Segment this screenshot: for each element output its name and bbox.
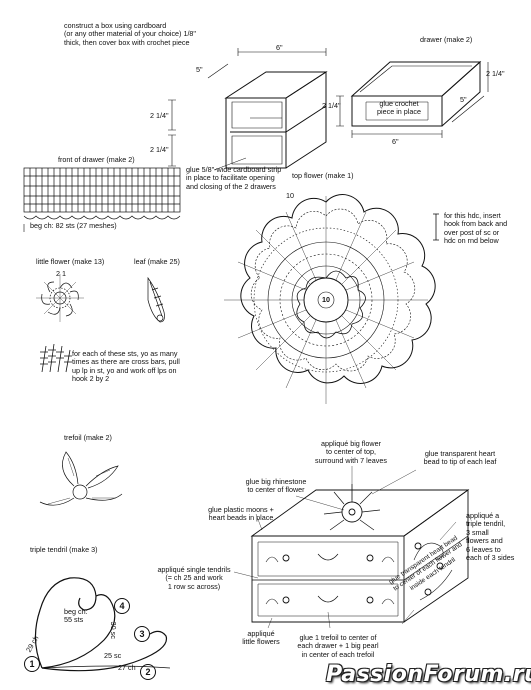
little-flower-marks: 2 1 (56, 269, 66, 278)
cross-bar-note: for each of these sts, yo as many times … (72, 349, 180, 384)
big-flower-note: appliqué big flower to center of top, su… (315, 439, 387, 465)
hdc-note: for this hdc, insert hook from back and … (444, 211, 508, 246)
drawer-depth-label: 5" (460, 95, 467, 104)
single-tendrils-note: appliqué single tendrils (= ch 25 and wo… (157, 565, 231, 591)
watermark-logo: PassionForum.ru (326, 662, 531, 687)
drawer-width-label: 6" (392, 137, 399, 146)
tendril-count-27ch: 27 ch (118, 663, 136, 672)
drawer-title: drawer (make 2) (420, 35, 473, 44)
trefoil-title: trefoil (make 2) (64, 433, 112, 442)
top-flower-center-mark: 10 (322, 295, 330, 304)
heart-bead-leaf-note: glue transparent heart bead to tip of ea… (423, 449, 497, 467)
box-depth-label: 5" (196, 65, 203, 74)
front-of-drawer-beg-ch: beg ch: 82 sts (27 meshes) (30, 221, 117, 230)
little-flower-title: little flower (make 13) (36, 257, 105, 266)
tendril-marker-4: 4 (114, 598, 130, 614)
tendril-marker-1: 1 (24, 656, 40, 672)
cardboard-strip-note: glue 5/8"-wide cardboard strip in place … (186, 165, 282, 191)
drawer-drawing (336, 60, 489, 138)
box-width-label: 6" (276, 43, 283, 52)
trefoil-chart (39, 451, 123, 506)
cardboard-box-drawing (168, 48, 328, 171)
little-flower-chart (36, 274, 84, 322)
triple-tendril-beg-ch: beg ch: 55 sts (64, 607, 88, 625)
top-flower-title: top flower (make 1) (292, 171, 354, 180)
tendril-marker-3: 3 (134, 626, 150, 642)
jewelry-box-drawing (233, 466, 470, 629)
box-height-label-upper: 2 1/4" (150, 111, 169, 120)
box-height-label-lower: 2 1/4" (150, 145, 169, 154)
hdc-bracket-icon (433, 213, 439, 241)
tendril-count-30sc: 30 sc (108, 621, 118, 639)
little-flowers-note: appliqué little flowers (242, 629, 280, 647)
triple-tendril-chart (34, 577, 171, 672)
drawer-glue-note: glue crochet piece in place (377, 99, 421, 117)
rhinestone-note: glue big rhinestone to center of flower (245, 477, 307, 495)
front-of-drawer-chart (23, 167, 181, 232)
trefoil-glue-note: glue 1 trefoil to center of each drawer … (297, 633, 379, 659)
top-flower-round-mark: 10 (286, 191, 294, 200)
leaf-title: leaf (make 25) (134, 257, 180, 266)
moons-note: glue plastic moons + heart beads in plac… (208, 505, 274, 523)
top-flower-chart (224, 194, 436, 404)
leaf-chart (147, 276, 165, 323)
drawer-inner-height-label: 2 1/4" (322, 101, 341, 110)
box-construction-note: construct a box using cardboard (or any … (64, 21, 196, 47)
drawer-height-label: 2 1/4" (486, 69, 505, 78)
triple-tendril-title: triple tendril (make 3) (30, 545, 98, 554)
tendril-marker-2: 2 (140, 664, 156, 680)
cross-stitch-symbols (40, 343, 72, 373)
front-of-drawer-title: front of drawer (make 2) (58, 155, 135, 164)
tendril-count-25sc: 25 sc (104, 651, 122, 660)
side-triple-tendril-note: appliqué a triple tendril, 3 small flowe… (466, 511, 515, 563)
